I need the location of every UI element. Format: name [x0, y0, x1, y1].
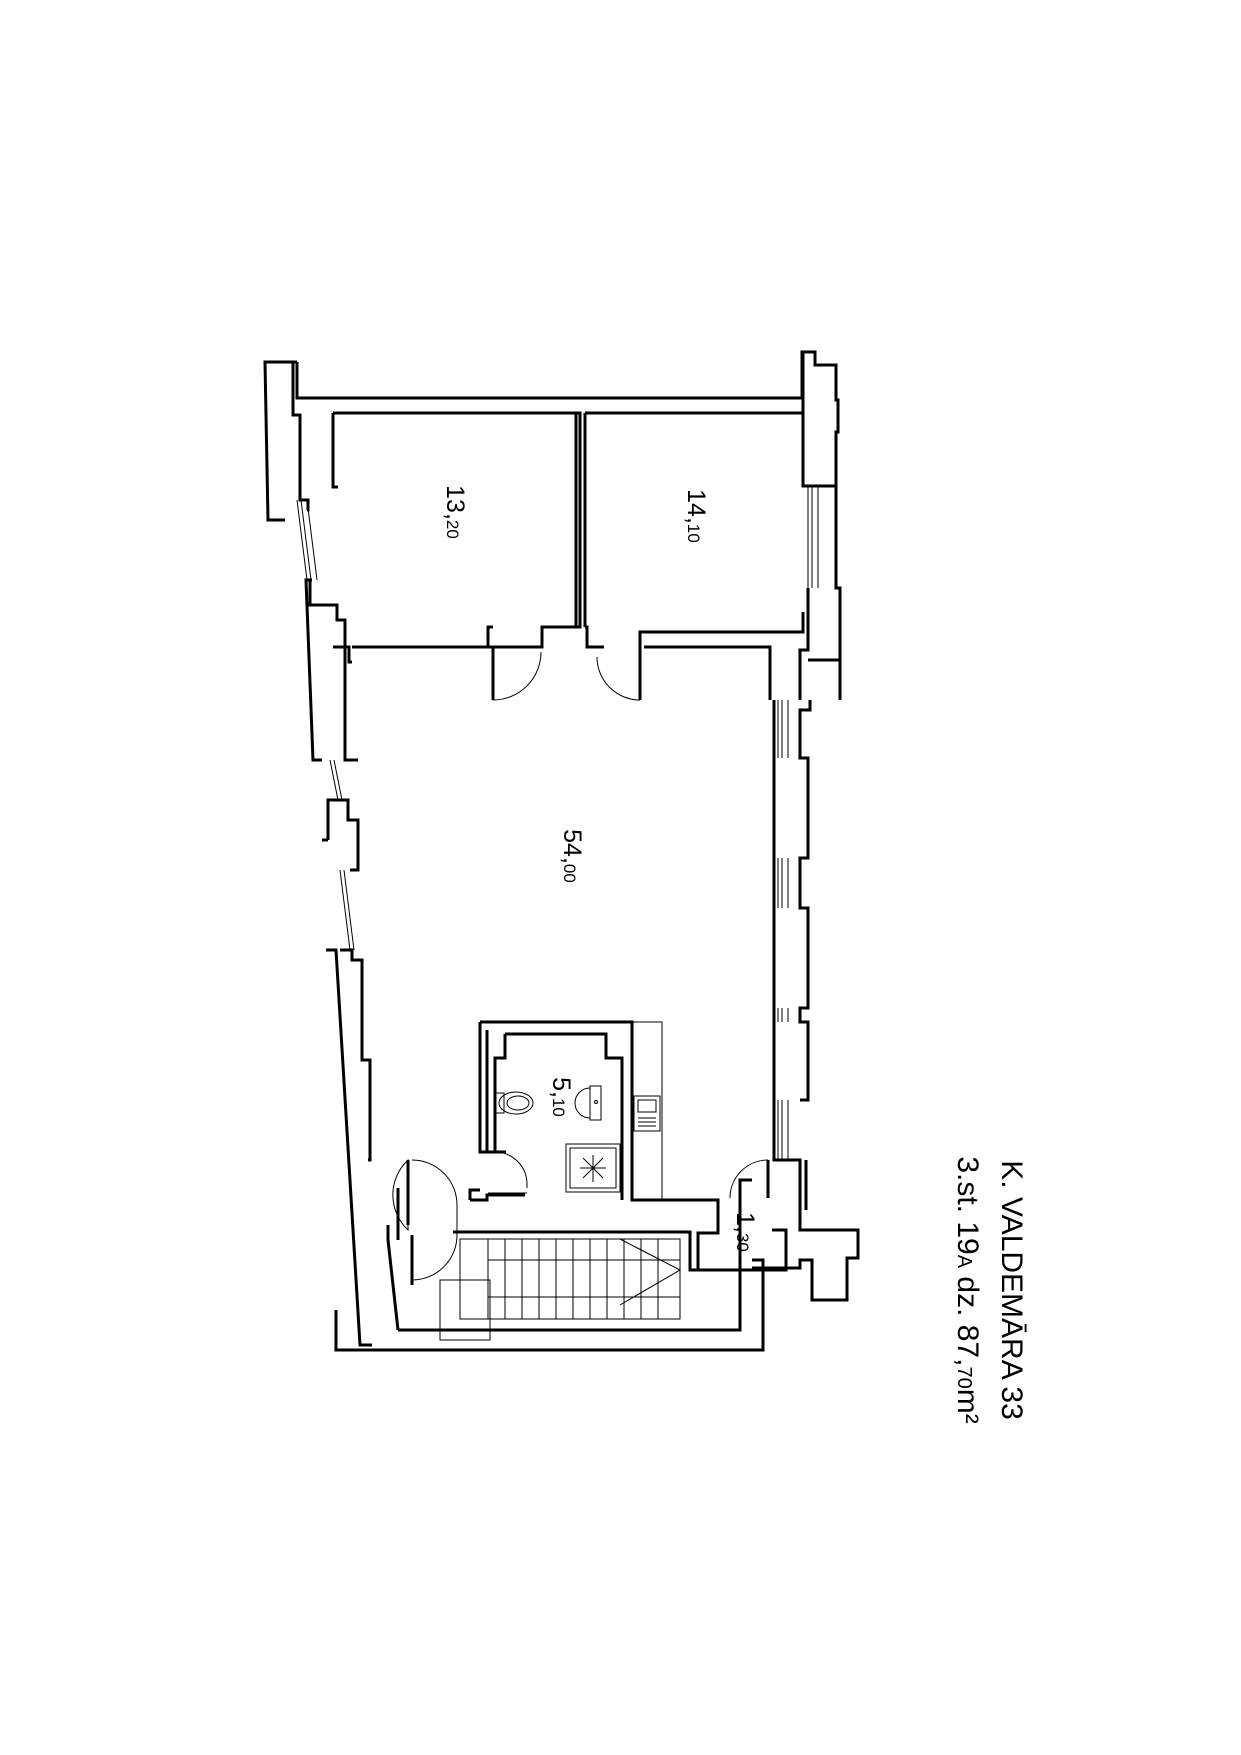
svg-text:5,10: 5,10	[547, 1077, 575, 1117]
room-label-1: 1,30	[731, 1212, 759, 1252]
room-1-sub: 30	[733, 1233, 752, 1252]
interior-walls	[331, 411, 805, 1272]
plan-title: K. VALDEMĀRA 33	[995, 1160, 1028, 1420]
title-line-1: K. VALDEMĀRA 33	[995, 1160, 1028, 1420]
room-1-main: 1,	[731, 1212, 759, 1233]
room-label-14: 14,10	[682, 489, 710, 543]
room-13-sub: 20	[443, 520, 462, 539]
svg-text:13,20: 13,20	[441, 485, 469, 539]
svg-text:14,10: 14,10	[682, 489, 710, 543]
room-label-54: 54,00	[558, 829, 586, 883]
windows	[296, 487, 819, 1160]
room-13-main: 13,	[441, 485, 469, 520]
title-line-2: 3.st. 19A dz. 87,70m²	[951, 1156, 984, 1423]
outer-walls	[263, 350, 860, 1352]
room-label-13: 13,20	[441, 485, 469, 539]
room-5-sub: 10	[549, 1098, 568, 1117]
doors	[392, 647, 770, 1285]
bathroom-fixtures	[494, 1021, 663, 1201]
stairs	[439, 1238, 682, 1341]
svg-text:54,00: 54,00	[558, 829, 586, 883]
room-14-sub: 10	[684, 524, 703, 543]
room-54-sub: 00	[560, 864, 579, 883]
svg-text:1,30: 1,30	[731, 1212, 759, 1252]
room-54-main: 54,	[558, 829, 586, 864]
room-label-5: 5,10	[547, 1077, 575, 1117]
plan-subtitle: 3.st. 19A dz. 87,70m²	[951, 1156, 984, 1423]
room-14-main: 14,	[682, 489, 710, 524]
room-5-main: 5,	[547, 1077, 575, 1098]
